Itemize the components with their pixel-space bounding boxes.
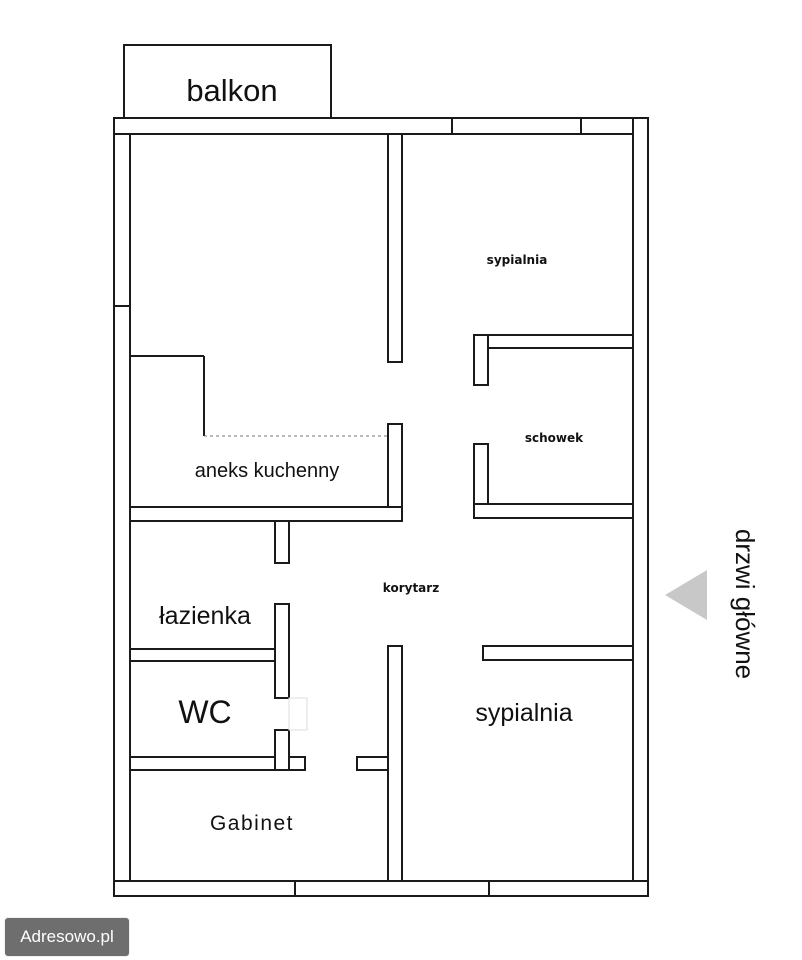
entrance-label: drzwi główne: [730, 529, 760, 679]
watermark-badge: Adresowo.pl: [4, 917, 130, 957]
room-label-corridor: korytarz: [383, 581, 439, 595]
room-label-office: Gabinet: [210, 812, 294, 835]
room-label-bedroom-top: sypialnia: [487, 253, 548, 267]
window-marks: [114, 118, 582, 896]
outer-walls: [113, 117, 649, 897]
room-label-kitchen: aneks kuchenny: [195, 460, 340, 482]
room-label-wc: WC: [178, 694, 231, 730]
room-label-balcony: balkon: [186, 73, 277, 108]
room-label-storage: schowek: [525, 431, 584, 445]
kitchen-counter: [130, 355, 388, 437]
room-label-bathroom: łazienka: [159, 602, 251, 630]
interior-walls: [129, 133, 634, 882]
room-label-bedroom-bottom: sypialnia: [475, 699, 572, 727]
entrance-arrow-icon: [665, 570, 707, 620]
door-mark: [288, 697, 308, 731]
